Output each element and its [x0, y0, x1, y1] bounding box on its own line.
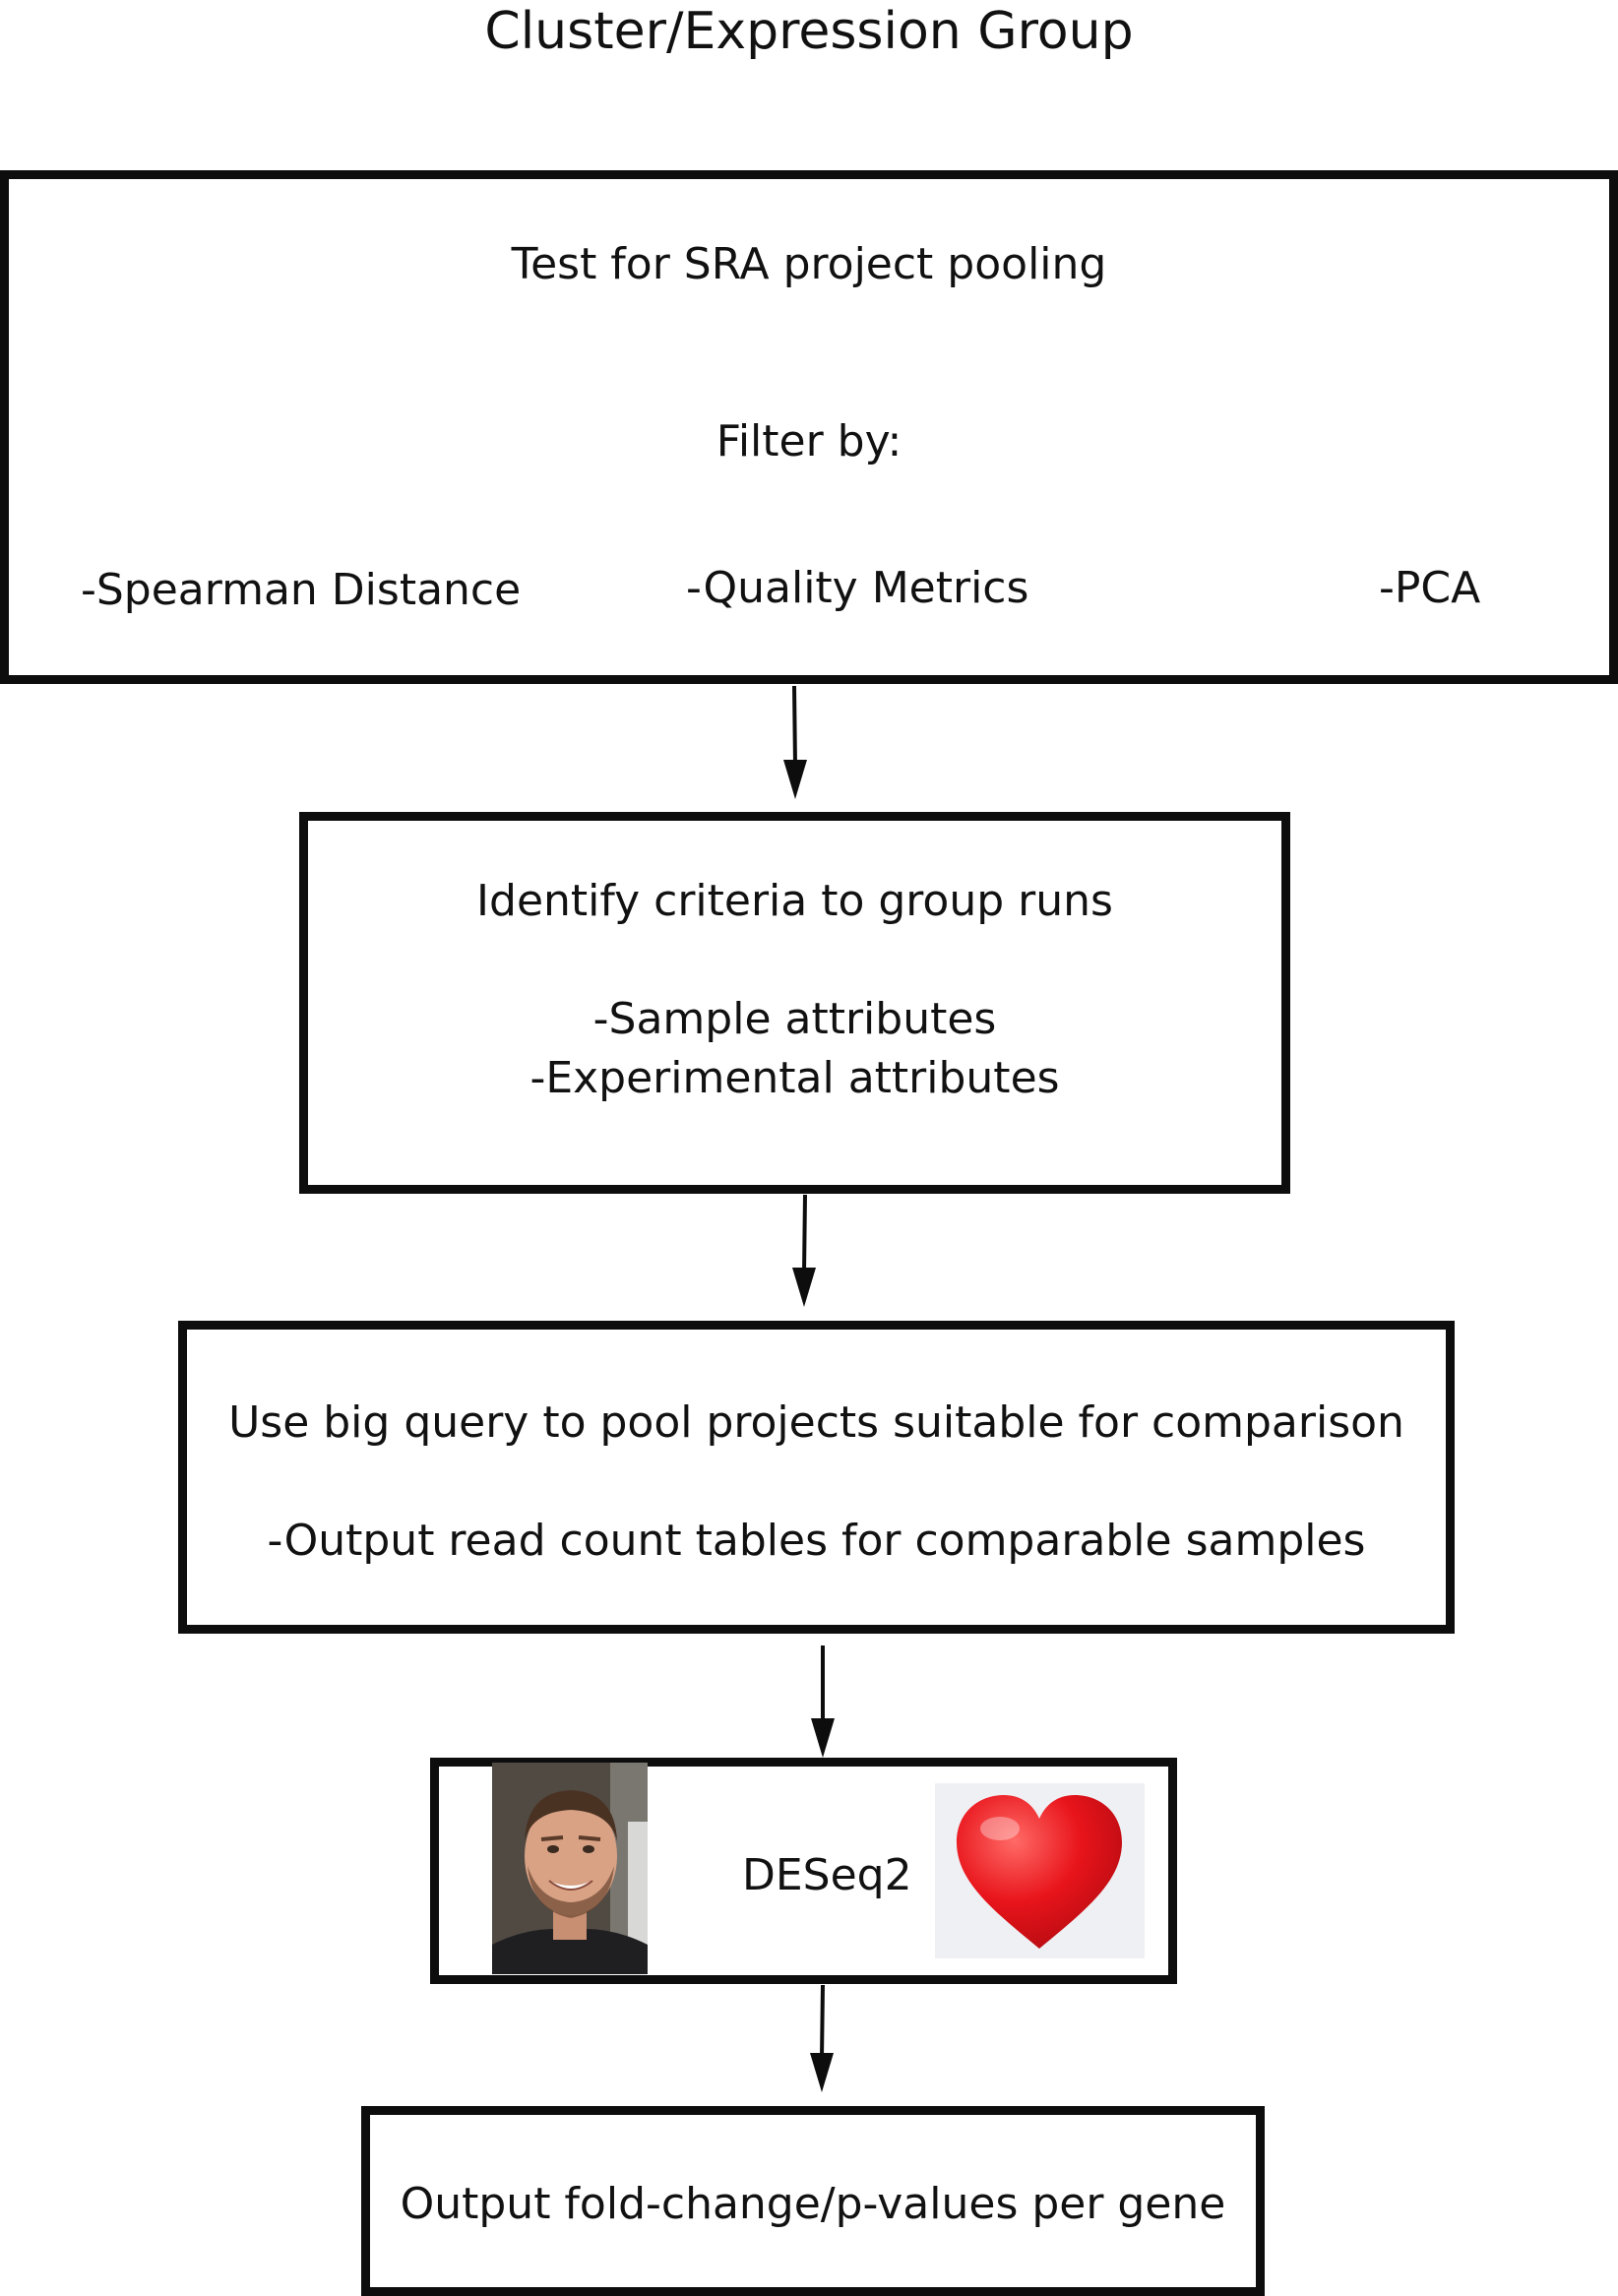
pooling-test-box: Test for SRA project pooling Filter by: … [0, 170, 1618, 684]
filter-spearman: -Spearman Distance [81, 565, 522, 615]
person-photo [492, 1763, 648, 1974]
arrow-1 [783, 685, 807, 799]
grouping-criteria-box: Identify criteria to group runs -Sample … [299, 812, 1290, 1194]
big-query-box: Use big query to pool projects suitable … [178, 1321, 1455, 1634]
arrow-2 [792, 1194, 816, 1307]
diagram-title: Cluster/Expression Group [484, 2, 1134, 61]
arrow-3 [811, 1645, 835, 1758]
filter-label: Filter by: [716, 416, 902, 466]
criteria-experimental-attributes: -Experimental attributes [529, 1053, 1060, 1103]
heart-icon [935, 1783, 1145, 1958]
output-box: Output fold-change/p-values per gene [361, 2106, 1265, 2296]
output-label: Output fold-change/p-values per gene [400, 2179, 1226, 2229]
pooling-test-heading: Test for SRA project pooling [511, 239, 1107, 289]
big-query-heading: Use big query to pool projects suitable … [228, 1397, 1404, 1448]
deseq2-label: DESeq2 [742, 1850, 912, 1900]
criteria-sample-attributes: -Sample attributes [592, 994, 997, 1044]
filter-quality: -Quality Metrics [686, 563, 1029, 613]
arrow-4 [810, 1984, 834, 2092]
filter-pca: -PCA [1379, 563, 1481, 613]
read-count-output: -Output read count tables for comparable… [267, 1516, 1366, 1566]
grouping-criteria-heading: Identify criteria to group runs [476, 876, 1113, 926]
